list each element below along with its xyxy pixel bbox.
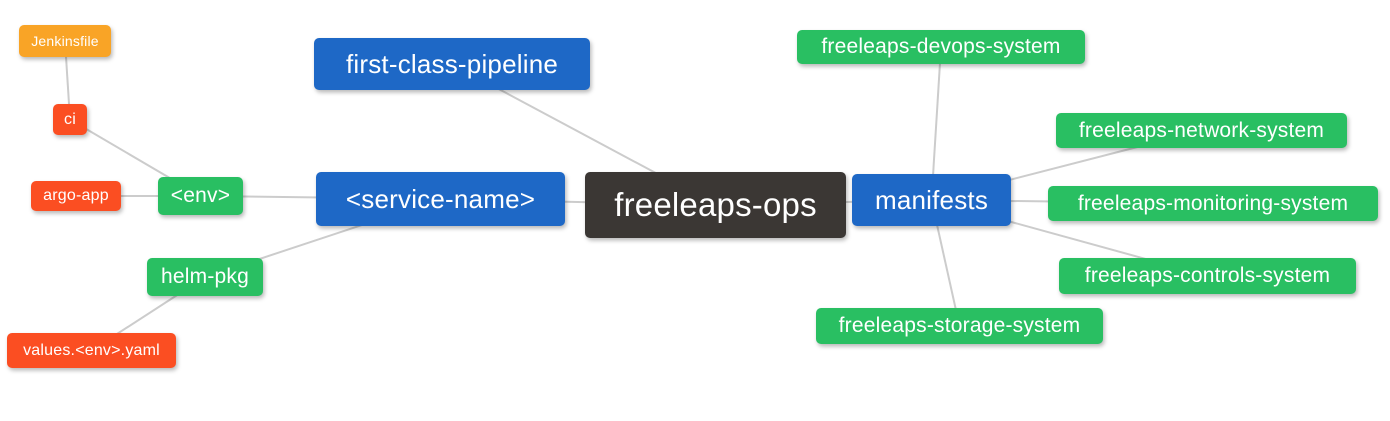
mindmap-node-freeleaps-controls-system[interactable]: freeleaps-controls-system xyxy=(1059,258,1356,294)
mindmap-node-freeleaps-devops-system[interactable]: freeleaps-devops-system xyxy=(797,30,1085,64)
mindmap-node-manifests[interactable]: manifests xyxy=(852,174,1011,226)
mindmap-node-freeleaps-network-system[interactable]: freeleaps-network-system xyxy=(1056,113,1347,148)
mindmap-node-freeleaps-monitoring-system[interactable]: freeleaps-monitoring-system xyxy=(1048,186,1378,221)
mindmap-node-first-class-pipeline[interactable]: first-class-pipeline xyxy=(314,38,590,90)
mindmap-node-freeleaps-storage-system[interactable]: freeleaps-storage-system xyxy=(816,308,1103,344)
mindmap-node-env[interactable]: <env> xyxy=(158,177,243,215)
mindmap-node-jenkinsfile[interactable]: Jenkinsfile xyxy=(19,25,111,57)
mindmap-node-ci[interactable]: ci xyxy=(53,104,87,135)
mindmap-node-freeleaps-ops[interactable]: freeleaps-ops xyxy=(585,172,846,238)
mindmap-node-service-name[interactable]: <service-name> xyxy=(316,172,565,226)
mindmap-node-argo-app[interactable]: argo-app xyxy=(31,181,121,211)
mindmap-node-values-env-yaml[interactable]: values.<env>.yaml xyxy=(7,333,176,368)
mindmap-node-helm-pkg[interactable]: helm-pkg xyxy=(147,258,263,296)
